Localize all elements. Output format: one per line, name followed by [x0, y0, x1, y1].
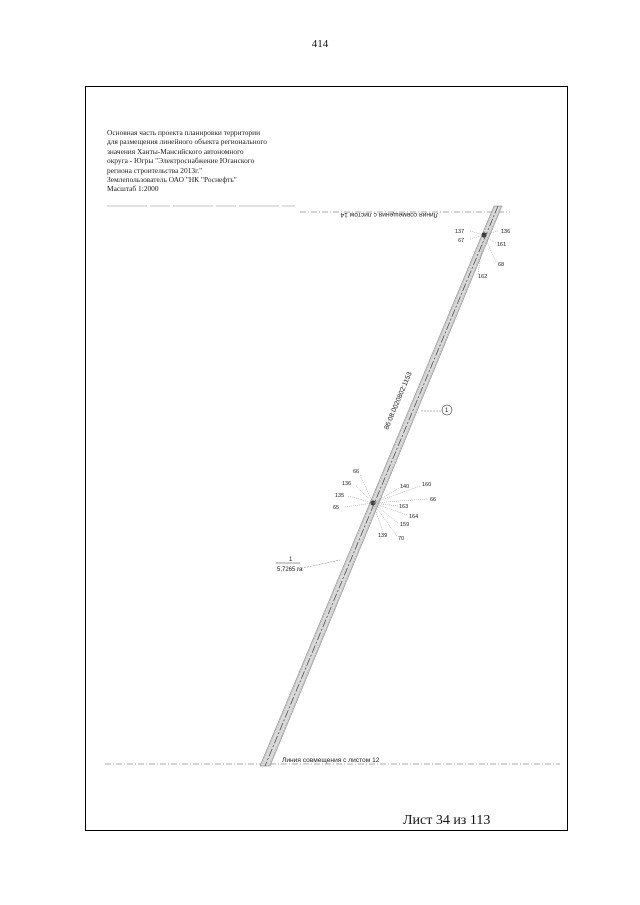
scale-line: Масштаб 1:2000	[107, 184, 159, 194]
title-line: Основная часть проекта планировки террит…	[107, 128, 261, 137]
area-callout: 1 5,7265 га	[276, 557, 341, 573]
area-value: 5,7265 га	[277, 567, 303, 573]
point-label: 162	[478, 274, 487, 280]
page-number: 414	[311, 38, 329, 50]
title-line: значения Ханты-Мансийского автономного	[107, 146, 244, 156]
title-line: Землепользователь ОАО "НК "Роснефть"	[107, 175, 237, 185]
sheet-number-label: Лист 34 из 113	[403, 813, 491, 828]
middle-node-cluster: 66 136 135 65 140 160 66 163 164 159 139…	[333, 469, 436, 542]
point-label: 67	[458, 238, 464, 244]
corridor	[259, 205, 503, 767]
plot-marker-circle	[441, 404, 453, 416]
corridor-edge	[268, 205, 502, 767]
plot-marker-number: 1	[445, 408, 449, 414]
point-label: 66	[430, 497, 436, 503]
point-label: 161	[497, 242, 506, 248]
point-label: 137	[455, 229, 464, 235]
point-label: 65	[333, 505, 339, 511]
point-label: 136	[342, 481, 351, 487]
point-label: 66	[353, 469, 359, 475]
title-line: округа - Югры "Электроснабжение Юганског…	[107, 156, 255, 166]
bottom-match-line-label: Линия совмещения с листом 12	[282, 757, 380, 764]
top-node-cluster: 137 136 67 161 68 162	[455, 229, 510, 280]
title-block: Основная часть проекта планировки террит…	[107, 128, 307, 194]
corridor-strip	[259, 205, 503, 767]
title-line: региона строительства 2013г."	[107, 165, 203, 175]
point-label: 164	[409, 514, 418, 520]
point-label: 135	[335, 493, 344, 499]
point-label: 160	[422, 482, 431, 488]
point-label: 163	[399, 504, 408, 510]
top-match-line-label: Линия совмещения с листом 14	[340, 211, 438, 218]
point-label: 136	[501, 229, 510, 235]
point-label: 139	[378, 533, 387, 539]
point-label: 140	[400, 484, 409, 490]
point-label: 159	[400, 522, 409, 528]
title-line: для размещения линейного объекта региона…	[107, 137, 267, 147]
plot-marker: 1	[421, 404, 453, 416]
area-callout-number: 1	[289, 557, 293, 563]
drawing-frame	[85, 86, 568, 831]
point-label: 70	[398, 536, 404, 542]
point-label: 68	[498, 262, 504, 268]
corridor-centerline	[264, 205, 499, 767]
corridor-edge	[260, 205, 496, 767]
